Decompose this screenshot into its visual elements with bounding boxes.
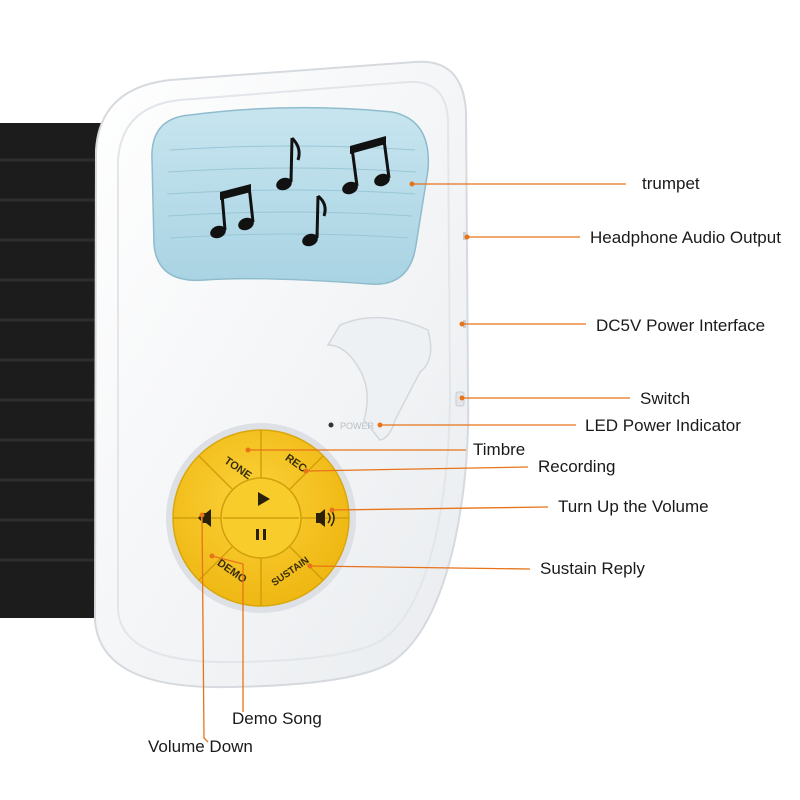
- label-sustain-reply: Sustain Reply: [540, 559, 645, 578]
- label-timbre: Timbre: [473, 440, 526, 459]
- label-headphone-audio-output: Headphone Audio Output: [590, 228, 781, 247]
- label-trumpet: trumpet: [642, 174, 700, 193]
- label-dc5v-power-interface: DC5V Power Interface: [596, 316, 766, 335]
- control-pad: [166, 423, 356, 613]
- label-recording: Recording: [538, 457, 616, 476]
- play-icon[interactable]: [258, 492, 270, 506]
- speaker-panel: [151, 106, 430, 285]
- headphone-port: [463, 232, 466, 240]
- label-turn-up-volume: Turn Up the Volume: [558, 497, 709, 516]
- label-volume-down: Volume Down: [148, 737, 253, 756]
- label-led-power-indicator: LED Power Indicator: [585, 416, 741, 435]
- callout-lines: [201, 183, 630, 743]
- power-text: POWER: [340, 421, 375, 431]
- callout-dots: [199, 181, 470, 569]
- keyboard-strip: [0, 123, 112, 618]
- music-notes-icon: [210, 136, 391, 247]
- embossed-arrow: [326, 316, 432, 441]
- led-power-indicator: [328, 422, 334, 428]
- label-switch: Switch: [640, 389, 691, 408]
- pause-icon[interactable]: [256, 529, 266, 540]
- label-demo-song: Demo Song: [232, 709, 322, 728]
